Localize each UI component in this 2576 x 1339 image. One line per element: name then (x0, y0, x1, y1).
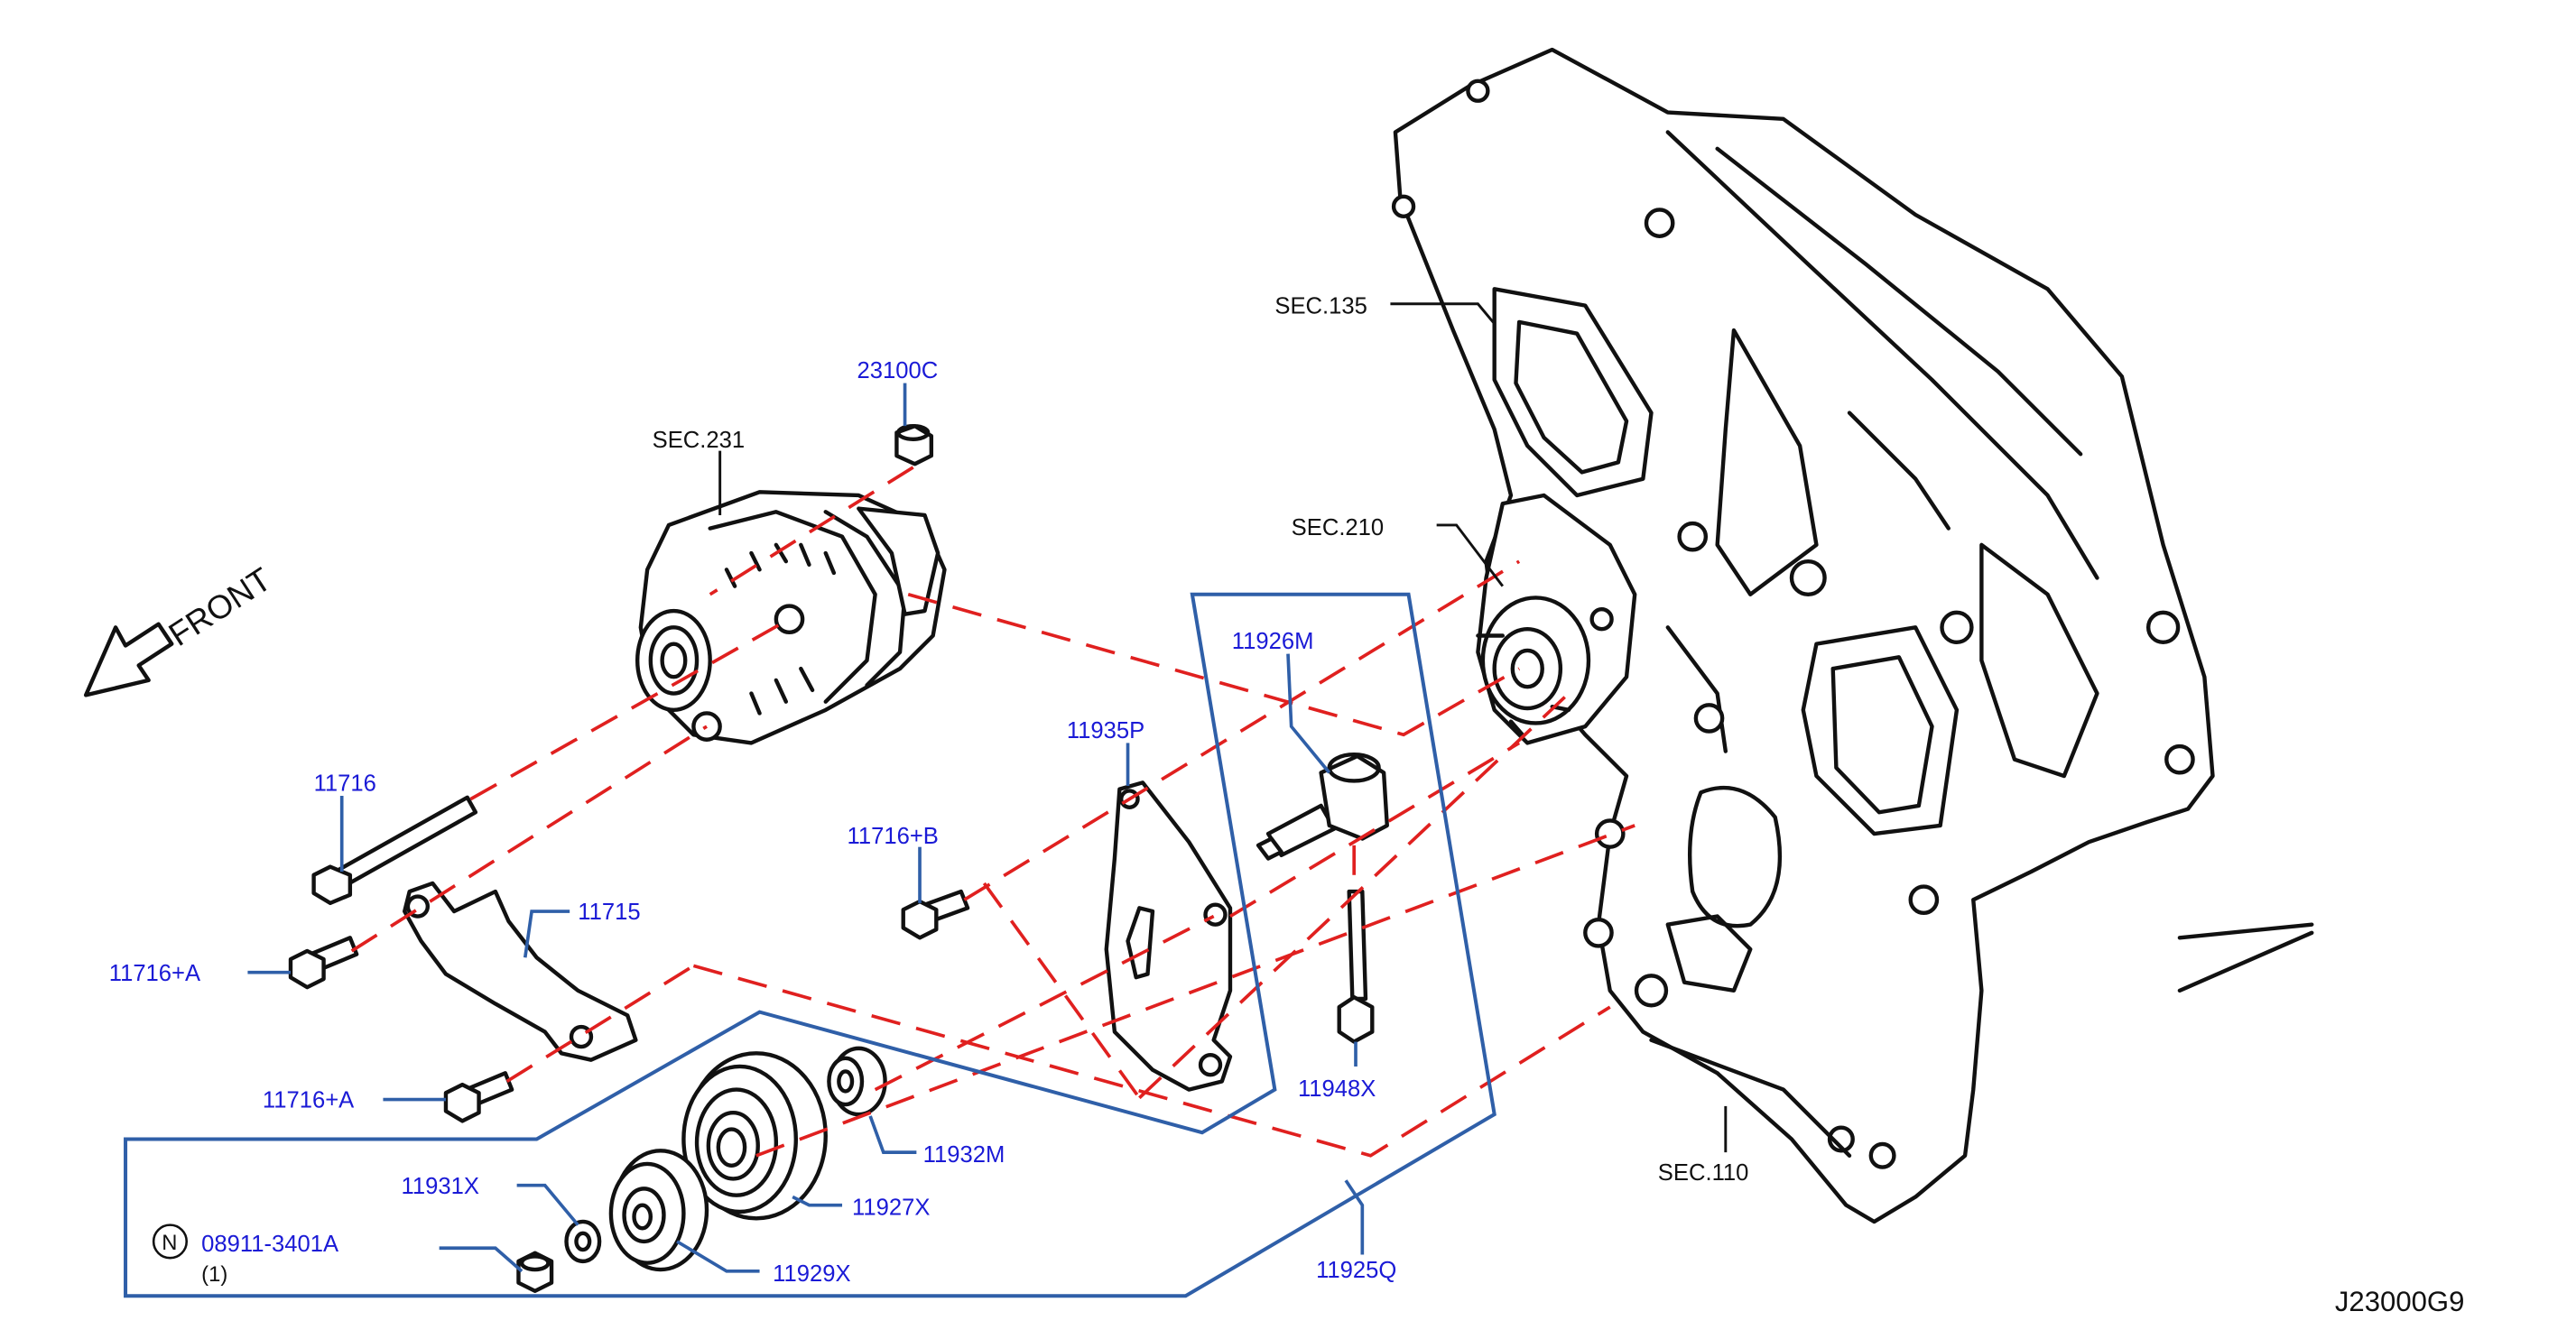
label-sec-210: SEC.210 (1292, 515, 1385, 540)
front-arrow-icon (83, 622, 174, 697)
bracket-11935P (1104, 780, 1233, 1092)
leader-lines (247, 302, 1728, 1273)
washer-11932M (827, 1046, 887, 1117)
engine-front-cover (1391, 47, 2314, 1224)
callout-boxes (124, 592, 1496, 1298)
label-part-11925Q: 11925Q (1316, 1258, 1396, 1283)
front-label: FRONT (162, 560, 278, 653)
washer-11931X (564, 1219, 602, 1264)
label-part-11716A-lower: 11716+A (263, 1088, 355, 1113)
label-sec-231: SEC.231 (653, 428, 746, 453)
diagram-code: J23000G9 (2335, 1286, 2465, 1317)
nut-23100C (894, 423, 934, 466)
pulley-11927X (681, 1051, 828, 1221)
label-part-11931X: 11931X (402, 1174, 479, 1199)
label-part-11716: 11716 (314, 771, 376, 796)
label-part-11948X: 11948X (1298, 1076, 1376, 1102)
label-part-11929X: 11929X (773, 1261, 850, 1287)
bolt-11716 (311, 795, 478, 906)
bolt-11716A-lower (443, 1071, 514, 1123)
bolt-11716B (901, 889, 970, 940)
label-part-11715: 11715 (578, 900, 640, 925)
note-n-symbol: N (162, 1231, 177, 1255)
label-sec-110: SEC.110 (1658, 1160, 1749, 1186)
pulley-11929X (608, 1149, 709, 1272)
label-part-11932M: 11932M (923, 1142, 1005, 1168)
label-part-11926M: 11926M (1232, 629, 1314, 654)
label-part-11927X: 11927X (852, 1196, 930, 1221)
label-part-08911-qty: (1) (201, 1262, 227, 1287)
bolt-11716A-upper (288, 936, 359, 990)
label-part-11935P: 11935P (1067, 718, 1144, 743)
pin-11926M (1256, 753, 1389, 861)
alternator (635, 490, 947, 745)
bolt-11948X (1337, 889, 1375, 1044)
label-part-11716B: 11716+B (848, 824, 939, 849)
assembly-lines (350, 466, 1635, 1158)
label-part-08911-3401A: 08911-3401A (201, 1232, 339, 1257)
label-part-11716A-upper: 11716+A (109, 961, 201, 986)
nut-08911-3401A (516, 1251, 554, 1293)
label-part-23100C: 23100C (857, 358, 939, 383)
note-n-icon (152, 1224, 189, 1260)
label-sec-135: SEC.135 (1274, 294, 1367, 319)
